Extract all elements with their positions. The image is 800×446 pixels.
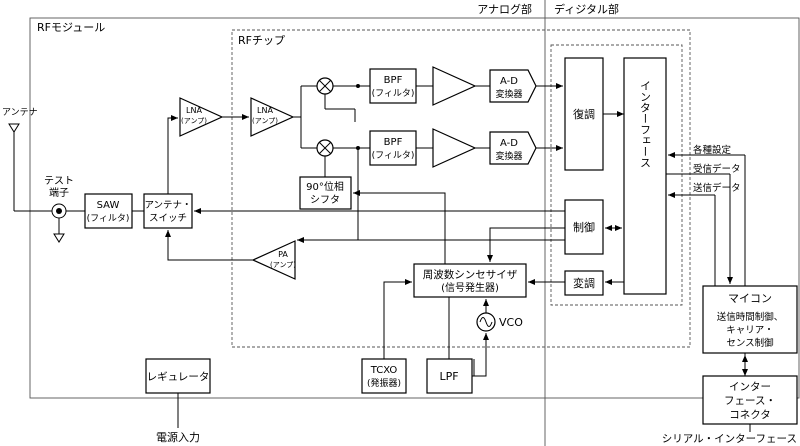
adc-bottom-label: A-D <box>500 138 518 149</box>
rx-data-signal-label: 受信データ <box>693 163 741 175</box>
tcxo-sublabel: (発振器) <box>367 377 401 389</box>
antenna-icon <box>8 123 20 211</box>
synth-sublabel: (信号発生器) <box>441 281 499 294</box>
bpf-top-sublabel: (フィルタ) <box>372 88 415 99</box>
tx-data-signal-label: 送信データ <box>693 182 741 194</box>
connector-label-1: インター <box>729 381 771 393</box>
power-input-label: 電源入力 <box>156 430 200 444</box>
demodulator <box>564 57 604 171</box>
digital-region-label: ディジタル部 <box>554 2 619 16</box>
interface-connector <box>702 375 798 425</box>
microcontroller <box>702 285 798 354</box>
amp-top <box>432 66 477 106</box>
lna-1-sublabel: (アンプ) <box>181 117 207 125</box>
adc-top-sublabel: 変換器 <box>495 88 522 100</box>
test-port-label-2: 端子 <box>49 186 69 199</box>
rf-module-frame <box>29 17 800 399</box>
pa-label: PA <box>278 250 288 259</box>
phase-shifter-label-2: シフタ <box>310 194 340 206</box>
analog-region-label: アナログ部 <box>477 2 532 16</box>
mod-label: 変調 <box>573 276 595 290</box>
antenna-switch <box>143 193 193 229</box>
interface-block <box>623 57 667 295</box>
connector-label-3: コネクタ <box>729 409 771 421</box>
rf-module-label: RFモジュール <box>37 21 105 34</box>
lna-2-label: LNA <box>257 106 273 115</box>
mcu-label: マイコン <box>728 292 772 305</box>
connector-label-2: フェース・ <box>724 395 776 407</box>
control-label: 制御 <box>573 220 595 234</box>
adc-top <box>489 69 537 103</box>
regulator-label: レギュレータ <box>147 371 210 383</box>
saw-label: SAW <box>97 200 120 211</box>
interface-label: インターフェース <box>639 80 652 168</box>
rf-chip-frame <box>231 29 691 348</box>
bpf-bottom <box>369 130 417 166</box>
lna-1-label: LNA <box>186 106 202 115</box>
mixer-top-icon <box>316 77 334 95</box>
adc-bottom <box>489 131 537 165</box>
synth-label: 周波数シンセサイザ <box>423 268 518 281</box>
antenna-switch-label-1: アンテナ・ <box>144 200 191 211</box>
control-block <box>564 199 604 255</box>
saw-sublabel: (フィルタ) <box>87 213 130 224</box>
vco-label: VCO <box>499 316 523 329</box>
lpf-label: LPF <box>439 370 458 383</box>
antenna-switch-label-2: スイッチ <box>149 213 187 224</box>
mcu-function-2: キャリア・ <box>726 325 774 336</box>
mcu-function-1: 送信時間制御、 <box>717 311 784 323</box>
pa-amp <box>251 240 296 280</box>
frequency-synthesizer <box>413 263 527 298</box>
serial-interface-label: シリアル・インターフェース <box>662 433 797 445</box>
digital-chip-frame <box>550 44 683 306</box>
regulator <box>145 358 211 394</box>
settings-signal-label: 各種設定 <box>693 144 732 156</box>
vco-icon <box>476 312 496 332</box>
lna-amp-2 <box>250 97 295 137</box>
tcxo-label: TCXO <box>370 365 398 376</box>
test-port-connector-icon <box>51 203 67 243</box>
antenna-label: アンテナ <box>2 107 38 118</box>
modulator <box>564 270 604 296</box>
amp-bottom <box>432 128 477 168</box>
adc-bottom-sublabel: 変換器 <box>495 150 522 162</box>
test-port-label-1: テスト <box>44 176 74 187</box>
rf-chip-label: RFチップ <box>238 34 285 47</box>
mixer-bottom-icon <box>316 139 334 157</box>
mcu-function-3: センス制御 <box>726 337 773 349</box>
phase-shifter-label-1: 90°位相 <box>306 180 344 193</box>
bpf-bottom-label: BPF <box>384 137 403 148</box>
demod-label: 復調 <box>573 107 595 121</box>
pa-sublabel: (アンプ) <box>270 261 296 269</box>
lna-amp-1 <box>179 97 224 137</box>
bpf-top-label: BPF <box>384 75 403 86</box>
bpf-bottom-sublabel: (フィルタ) <box>372 150 415 161</box>
phase-shifter <box>299 176 352 210</box>
saw-filter <box>84 193 133 229</box>
lna-2-sublabel: (アンプ) <box>252 117 278 125</box>
adc-top-label: A-D <box>500 76 518 87</box>
